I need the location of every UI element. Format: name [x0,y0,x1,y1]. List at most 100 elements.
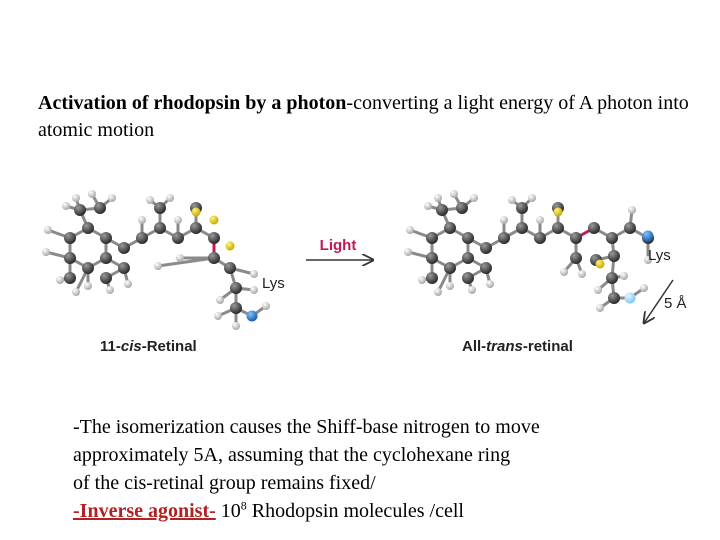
hydrogen-atom [594,286,602,294]
carbon-atom [480,242,492,254]
retinal-isomerization-figure: Light Lys Lys 5 Å 11-cis-Retinal All-tra… [30,180,700,360]
explanation-line-2: approximately 5A, assuming that the cycl… [73,444,511,466]
hydrogen-atom [620,272,628,280]
count-base: 10 [215,500,241,522]
hydrogen-atom [176,254,184,262]
hydrogen-atom [536,216,544,224]
hydrogen-atom [434,194,442,202]
hydrogen-atom [250,286,258,294]
hydrogen-atom [486,280,494,288]
distance-label: 5 Å [664,295,687,312]
explanation-text: -The isomerization causes the Shiff-base… [73,413,693,525]
carbon-atom [190,222,202,234]
hydrogen-atom [560,268,568,276]
carbon-atom [426,272,438,284]
hydrogen-atom [424,202,432,210]
hydrogen-atom [640,284,648,292]
carbon-atom [606,272,618,284]
hydrogen-atom [528,194,536,202]
carbon-atom [516,202,528,214]
carbon-atom [118,242,130,254]
methyl-marker-atom [209,215,219,225]
explanation-line-1: -The isomerization causes the Shiff-base… [73,416,540,438]
slide-heading: Activation of rhodopsin by a photon-conv… [38,90,708,144]
carbon-atom [444,262,456,274]
carbon-atom [426,252,438,264]
lys-label-left: Lys [262,275,285,292]
carbon-atom [606,232,618,244]
hydrogen-atom [232,322,240,330]
hydrogen-atom [406,226,414,234]
hydrogen-atom [446,282,454,290]
hydrogen-atom [508,196,516,204]
carbon-atom [588,222,600,234]
carbon-atom [64,252,76,264]
nitrogen-atom [246,310,258,322]
carbon-atom [552,222,564,234]
hydrogen-atom [250,270,258,278]
hydrogen-atom [500,216,508,224]
methyl-marker-atom [553,207,563,217]
carbon-atom [498,232,510,244]
hydrogen-atom [216,296,224,304]
carbon-atom [172,232,184,244]
carbon-atom [64,232,76,244]
carbon-atom [82,262,94,274]
carbon-atom [608,292,620,304]
carbon-atom [426,232,438,244]
carbon-atom [480,262,492,274]
carbon-atom [82,222,94,234]
lys-label-right: Lys [648,247,671,264]
hydrogen-atom [166,194,174,202]
hydrogen-atom [450,190,458,198]
hydrogen-atom [418,276,426,284]
methyl-marker-atom [595,259,605,269]
explanation-line-4: -Inverse agonist- 108 Rhodopsin molecule… [73,497,693,525]
carbon-atom [608,250,620,262]
hydrogen-atom [106,286,114,294]
distance-arrow [644,279,674,323]
carbon-atom [208,232,220,244]
hydrogen-atom [84,282,92,290]
carbon-atom [456,202,468,214]
hydrogen-atom [56,276,64,284]
carbon-atom [624,222,636,234]
hydrogen-atom [146,196,154,204]
carbon-atom [118,262,130,274]
carbon-atom [136,232,148,244]
hydrogen-atom [596,304,604,312]
carbon-atom [570,232,582,244]
inverse-agonist-label: -Inverse agonist- [73,500,216,522]
hydrogen-atom [578,270,586,278]
carbon-atom [64,272,76,284]
hydrogen-atom [42,248,50,256]
carbon-atom [74,204,86,216]
hydrogen-atom [214,312,222,320]
count-exponent: 8 [240,498,247,513]
carbon-atom [444,222,456,234]
hydrogen-atom [62,202,70,210]
carbon-atom [94,202,106,214]
hydrogen-atom [154,262,162,270]
methyl-marker-atom [191,207,201,217]
methyl-marker-atom [225,241,235,251]
carbon-atom [100,272,112,284]
hydrogen-atom [174,216,182,224]
carbon-atom [224,262,236,274]
carbon-atom [154,202,166,214]
hydrogen-atom [262,302,270,310]
molecule-diagram: Light Lys Lys 5 Å 11-cis-Retinal All-tra… [42,190,687,355]
hydrogen-atom [124,280,132,288]
carbon-atom [230,302,242,314]
carbon-atom [534,232,546,244]
carbon-atom [100,252,112,264]
hydrogen-atom [108,194,116,202]
hydrogen-atom [88,190,96,198]
heading-rest: -converting a light energy of A photon i… [38,92,689,141]
carbon-atom [462,232,474,244]
explanation-line-3: of the cis-retinal group remains fixed/ [73,472,376,494]
caption-cis-retinal: 11-cis-Retinal [100,338,197,355]
hydrogen-atom [404,248,412,256]
hydrogen-atom [470,194,478,202]
nitrogen-atom [624,292,636,304]
